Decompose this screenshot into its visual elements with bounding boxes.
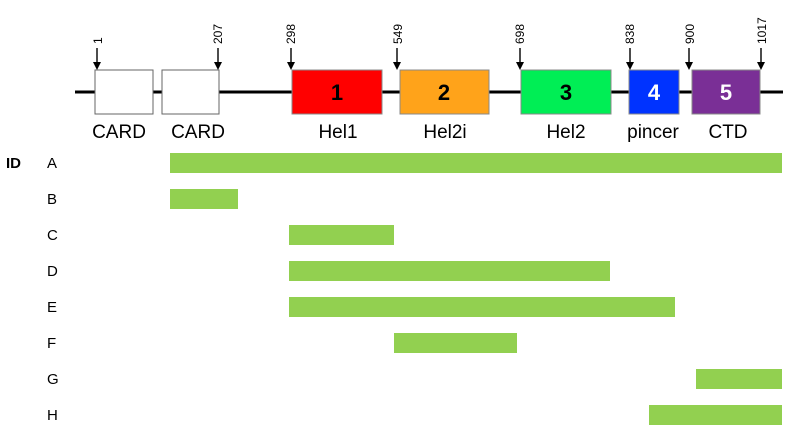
- domain-box: [161, 69, 220, 115]
- position-marker-207: 207: [211, 24, 225, 70]
- construct-bar: [289, 261, 610, 281]
- position-marker-549: 549: [391, 24, 405, 70]
- construct-row-a: A: [47, 153, 782, 173]
- position-label: 207: [211, 24, 225, 44]
- construct-bar: [696, 369, 782, 389]
- construct-row-f: F: [47, 333, 517, 353]
- domain-number: 4: [648, 80, 661, 105]
- construct-id: E: [47, 299, 57, 316]
- domain-card-2: CARD: [161, 69, 225, 143]
- construct-id: C: [47, 227, 58, 244]
- domain-name-label: CARD: [92, 122, 146, 143]
- construct-bar: [289, 297, 675, 317]
- domain-name-label: CARD: [171, 122, 225, 143]
- construct-row-h: H: [47, 405, 782, 425]
- position-marker-900: 900: [683, 24, 697, 70]
- domain-name-label: Hel2: [546, 122, 585, 143]
- position-label: 298: [284, 24, 298, 44]
- domain-box: [291, 69, 383, 115]
- domain-hel1: 1 Hel1: [291, 69, 383, 143]
- construct-id: H: [47, 407, 58, 424]
- construct-row-e: E: [47, 297, 675, 317]
- construct-id: A: [47, 155, 57, 172]
- domain-card-1: CARD: [92, 69, 154, 143]
- construct-bar: [289, 225, 394, 245]
- domain-ctd: 5 CTD: [691, 69, 761, 143]
- construct-row-d: D: [47, 261, 610, 281]
- domain-number: 2: [438, 80, 450, 105]
- domain-number: 1: [331, 80, 343, 105]
- domain-hel2: 3 Hel2: [520, 69, 612, 143]
- construct-bar: [394, 333, 517, 353]
- construct-row-g: G: [47, 369, 782, 389]
- construct-id: F: [47, 335, 56, 352]
- domain-name-label: CTD: [708, 122, 747, 143]
- domain-number: 5: [720, 80, 732, 105]
- position-marker-1: 1: [91, 37, 105, 70]
- domain-box: [94, 69, 154, 115]
- domain-name-label: Hel1: [318, 122, 357, 143]
- position-label: 698: [513, 24, 527, 44]
- position-label: 549: [391, 24, 405, 44]
- construct-id: B: [47, 191, 57, 208]
- domain-number: 3: [560, 80, 572, 105]
- position-marker-298: 298: [284, 24, 298, 70]
- position-label: 838: [623, 24, 637, 44]
- position-marker-838: 838: [623, 24, 637, 70]
- domain-name-label: pincer: [627, 122, 679, 143]
- domain-pincer: 4 pincer: [627, 69, 680, 143]
- domain-name-label: Hel2i: [423, 122, 466, 143]
- construct-id: G: [47, 371, 59, 388]
- construct-id: D: [47, 263, 58, 280]
- domain-box: [691, 69, 761, 115]
- construct-row-b: B: [47, 189, 238, 209]
- construct-bar: [170, 189, 238, 209]
- domain-box: [628, 69, 680, 115]
- position-marker-698: 698: [513, 24, 527, 70]
- position-marker-1017: 1017: [755, 17, 769, 70]
- domain-box: [399, 69, 490, 115]
- domain-hel2i: 2 Hel2i: [399, 69, 490, 143]
- id-column-header: ID: [6, 155, 21, 172]
- construct-bar: [170, 153, 782, 173]
- construct-row-c: C: [47, 225, 394, 245]
- position-label: 1: [91, 37, 105, 44]
- position-label: 900: [683, 24, 697, 44]
- construct-bar: [649, 405, 782, 425]
- position-label: 1017: [755, 17, 769, 44]
- domain-box: [520, 69, 612, 115]
